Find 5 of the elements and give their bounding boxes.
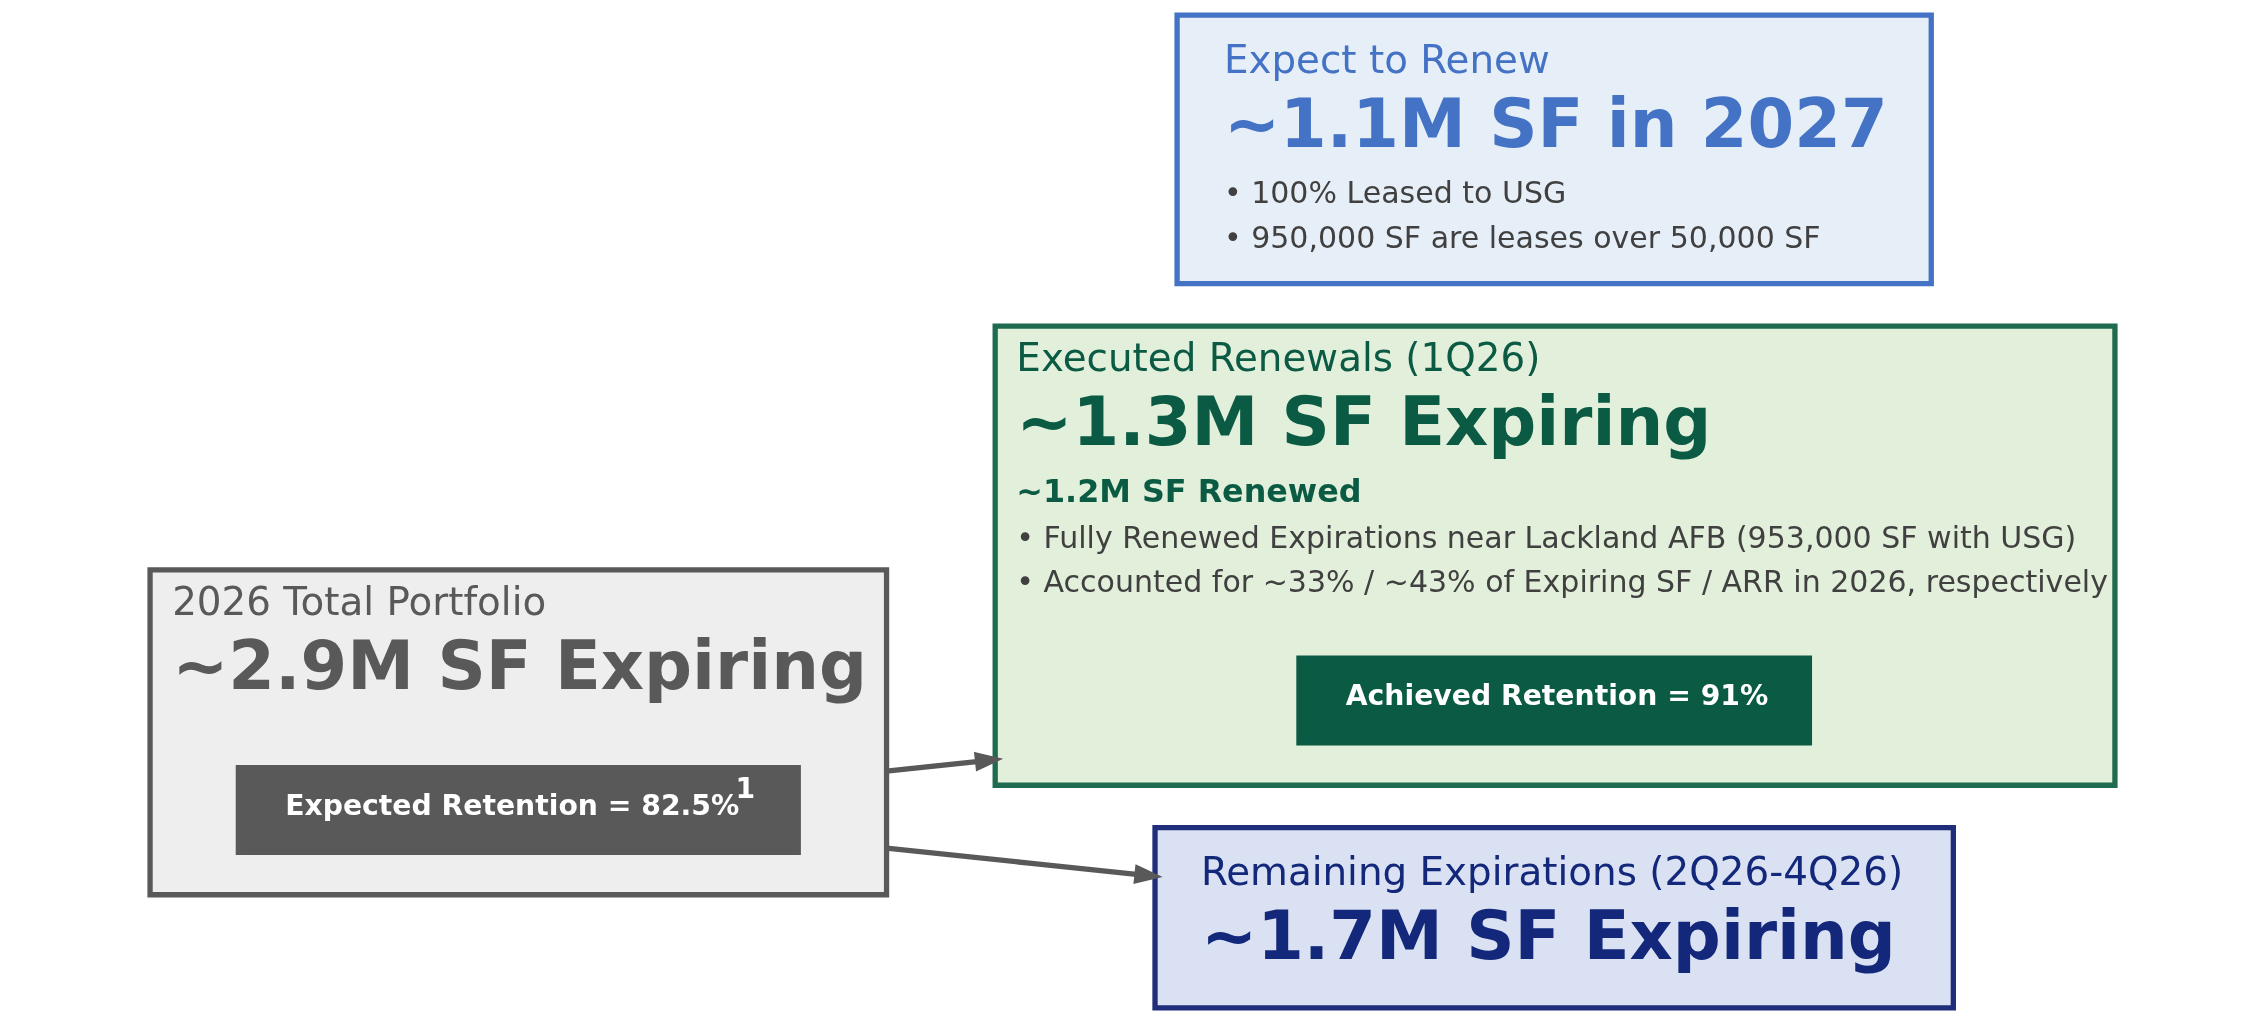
node-box: Expect to Renew ~1.1M SF in 2027 • 100% Leased to USG • 950,000 SF are leases over 50,000 SF (1174, 12, 1934, 287)
arrow (886, 751, 1004, 774)
arrow (886, 845, 1163, 884)
node-box: Achieved Retention = 91% (1296, 655, 1813, 746)
node-box: Remaining Expirations (2Q26-4Q26) ~1.7M SF Expiring (1152, 825, 1956, 1011)
